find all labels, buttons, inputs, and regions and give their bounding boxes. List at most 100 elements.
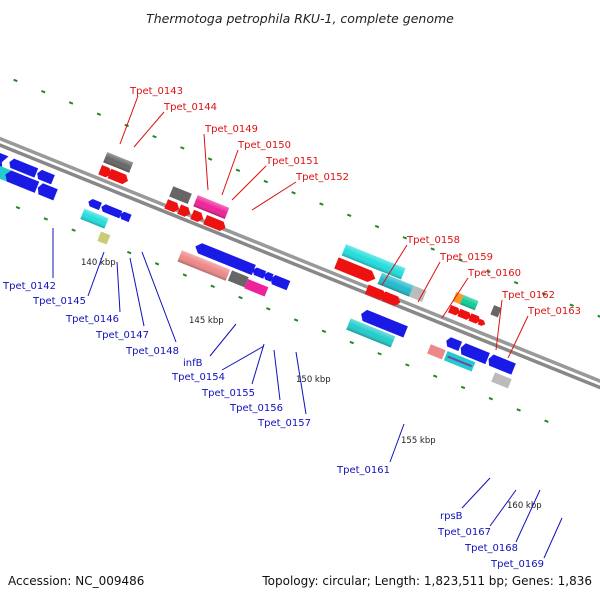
- tick-label-150: 150 kbp: [296, 375, 331, 385]
- gene-tpet-0159-b[interactable]: [409, 285, 427, 302]
- leader-0159: [417, 261, 441, 303]
- leader-0147: [129, 257, 145, 327]
- tick-mark: [180, 146, 185, 150]
- label-tpet-0167[interactable]: Tpet_0167: [437, 527, 491, 538]
- gene-tpet-0142-e[interactable]: [8, 157, 39, 178]
- label-tpet-0160[interactable]: Tpet_0160: [467, 268, 521, 279]
- tick-label-160: 160 kbp: [507, 501, 542, 511]
- label-tpet-0159[interactable]: Tpet_0159: [439, 252, 493, 263]
- map-title: Thermotoga petrophila RKU-1, complete ge…: [146, 11, 454, 26]
- gene-tpet-0148[interactable]: [97, 231, 111, 245]
- tick-mark: [486, 269, 491, 274]
- gene-tpet-0169-b[interactable]: [486, 353, 516, 375]
- gene-tpet-0162-c[interactable]: [448, 304, 461, 317]
- tick-label-140: 140 kbp: [81, 258, 116, 268]
- tick-mark: [15, 205, 21, 210]
- tick-mark: [266, 307, 271, 311]
- tick-mark: [321, 329, 327, 333]
- label-tpet-0152[interactable]: Tpet_0152: [295, 172, 349, 183]
- leader-0152: [251, 181, 297, 211]
- label-infb[interactable]: infB: [183, 358, 203, 369]
- gene-tpet-0162-d[interactable]: [457, 308, 472, 321]
- gene-tpet-0150-a[interactable]: [164, 199, 181, 214]
- gene-infb-d[interactable]: [269, 274, 291, 291]
- label-tpet-0161[interactable]: Tpet_0161: [336, 465, 390, 476]
- gene-tpet-0142[interactable]: [0, 147, 9, 172]
- label-tpet-0158[interactable]: Tpet_0158: [406, 235, 460, 246]
- tick-mark: [235, 168, 241, 173]
- gene-tpet-0160-c[interactable]: [381, 291, 402, 307]
- gene-tpet-0144[interactable]: [107, 168, 130, 186]
- tick-mark: [430, 247, 435, 251]
- gene-tpet-0142-f[interactable]: [35, 169, 55, 185]
- leader-0163: [507, 315, 529, 359]
- gene-tpet-0152[interactable]: [203, 214, 227, 233]
- tick-mark: [405, 363, 410, 367]
- chromosome-track: [0, 78, 600, 423]
- gene-tpet-0156[interactable]: [244, 279, 269, 297]
- tick-mark: [210, 284, 215, 288]
- tick-mark: [238, 295, 243, 300]
- gene-tpet-0163[interactable]: [490, 305, 502, 318]
- tick-mark: [43, 217, 49, 221]
- accession-text: Accession: NC_009486: [8, 574, 144, 588]
- gene-rpsb-b[interactable]: [444, 336, 463, 352]
- label-tpet-0157[interactable]: Tpet_0157: [257, 418, 311, 429]
- label-tpet-0151[interactable]: Tpet_0151: [265, 156, 319, 167]
- tick-label-155: 155 kbp: [401, 436, 436, 446]
- leader-0169: [543, 517, 563, 559]
- gene-tpet-0146[interactable]: [100, 203, 123, 219]
- gene-tpet-0160[interactable]: [334, 257, 377, 284]
- gene-tpet-0162-e[interactable]: [468, 313, 481, 325]
- gene-tpet-0150[interactable]: [177, 204, 192, 219]
- gene-tpet-0146-b[interactable]: [118, 211, 132, 223]
- gene-tpet-0155[interactable]: [227, 270, 249, 288]
- tick-mark: [377, 352, 382, 356]
- label-tpet-0142[interactable]: Tpet_0142: [2, 281, 56, 292]
- gene-tpet-0144-a[interactable]: [98, 165, 113, 179]
- gene-tpet-0162[interactable]: [452, 291, 464, 305]
- label-tpet-0162[interactable]: Tpet_0162: [501, 290, 555, 301]
- label-tpet-0147[interactable]: Tpet_0147: [95, 330, 149, 341]
- label-tpet-0169[interactable]: Tpet_0169: [490, 559, 544, 570]
- label-tpet-0146[interactable]: Tpet_0146: [65, 314, 119, 325]
- label-tpet-0149[interactable]: Tpet_0149: [204, 124, 258, 135]
- label-tpet-0155[interactable]: Tpet_0155: [201, 388, 255, 399]
- gene-infb[interactable]: [193, 241, 256, 276]
- gene-tpet-0145[interactable]: [87, 198, 102, 211]
- label-tpet-0168[interactable]: Tpet_0168: [464, 543, 518, 554]
- tick-mark: [460, 385, 466, 390]
- gene-tpet-0142-d[interactable]: [3, 169, 40, 193]
- gene-infb-b[interactable]: [251, 266, 267, 279]
- tick-mark: [349, 340, 354, 345]
- tick-mark: [488, 397, 494, 401]
- gene-rpsb[interactable]: [427, 344, 446, 360]
- gene-tpet-0168-b[interactable]: [458, 342, 490, 365]
- tick-mark: [182, 273, 188, 277]
- label-rpsb[interactable]: rpsB: [440, 511, 463, 522]
- tick-mark: [293, 318, 299, 322]
- label-tpet-0143[interactable]: Tpet_0143: [129, 86, 183, 97]
- gene-tpet-0149[interactable]: [169, 186, 192, 204]
- gene-tpet-0142-g[interactable]: [36, 182, 58, 201]
- tick-mark: [41, 90, 46, 94]
- leader-0146: [116, 261, 121, 313]
- label-tpet-0145[interactable]: Tpet_0145: [32, 296, 86, 307]
- leader-rpsb: [461, 477, 491, 509]
- gene-tpet-0161-b[interactable]: [359, 308, 408, 338]
- gene-tpet-0169[interactable]: [491, 372, 512, 389]
- tick-mark: [402, 236, 408, 240]
- tick-mark: [263, 179, 269, 184]
- label-tpet-0163[interactable]: Tpet_0163: [527, 306, 581, 317]
- tick-mark: [126, 250, 132, 255]
- gene-tpet-0150-b[interactable]: [190, 209, 205, 224]
- label-tpet-0154[interactable]: Tpet_0154: [171, 372, 225, 383]
- gene-tpet-0162-f[interactable]: [477, 318, 487, 327]
- gene-tpet-0160-b[interactable]: [364, 284, 389, 303]
- label-tpet-0144[interactable]: Tpet_0144: [163, 102, 217, 113]
- label-tpet-0156[interactable]: Tpet_0156: [229, 403, 283, 414]
- tick-mark: [68, 101, 74, 105]
- backbone-inner: [0, 127, 600, 401]
- label-tpet-0148[interactable]: Tpet_0148: [125, 346, 179, 357]
- label-tpet-0150[interactable]: Tpet_0150: [237, 140, 291, 151]
